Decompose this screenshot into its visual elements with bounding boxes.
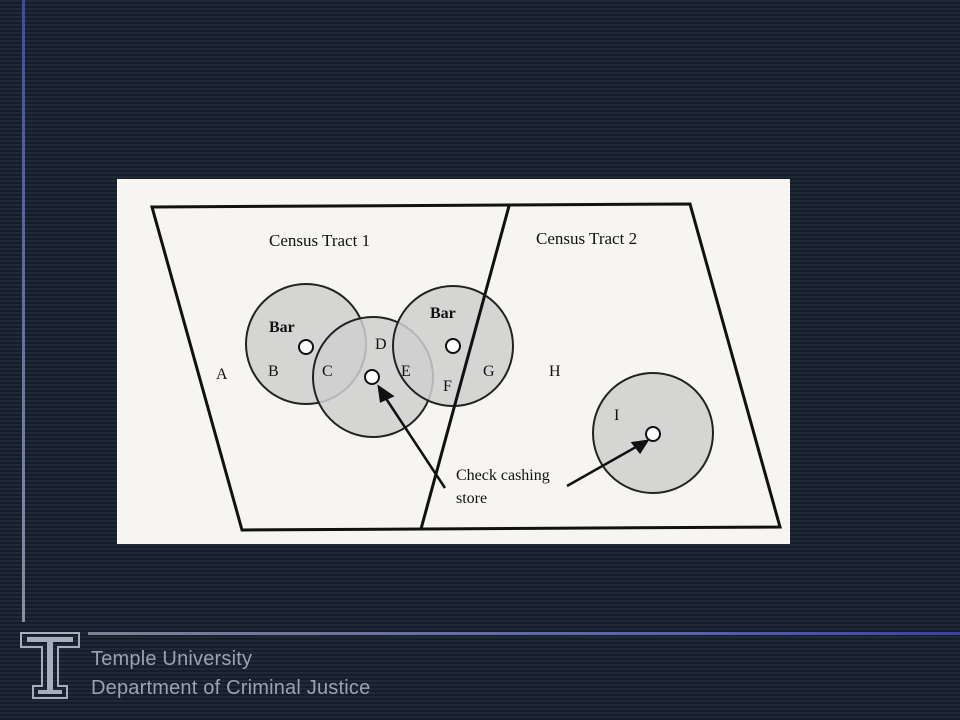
temple-t-logo: [20, 632, 80, 699]
bar-point-left: [298, 339, 314, 355]
footer-university: Temple University: [91, 648, 253, 670]
area-label-h: H: [549, 363, 561, 380]
area-label-g: G: [483, 363, 495, 380]
footer-department: Department of Criminal Justice: [91, 677, 371, 699]
area-label-f: F: [443, 378, 452, 395]
annotation-line-1: Check cashing: [456, 467, 550, 484]
area-label-b: B: [268, 363, 279, 380]
area-label-d: D: [375, 336, 387, 353]
outer-boundary: [150, 202, 782, 532]
tract-label-2: Census Tract 2: [536, 229, 637, 248]
area-label-e: E: [401, 363, 411, 380]
area-label-c: C: [322, 363, 333, 380]
bar-label-left: Bar: [269, 319, 295, 336]
annotation-arrows: [377, 384, 650, 489]
check-cashing-point: [364, 369, 380, 385]
area-label-i: I: [614, 407, 619, 424]
bar-label-right: Bar: [430, 305, 456, 322]
point-markers: [298, 338, 661, 442]
annotation-line-2: store: [456, 490, 487, 507]
tract-label-1: Census Tract 1: [269, 231, 370, 250]
horizontal-accent-line: [88, 632, 960, 635]
area-label-a: A: [216, 366, 228, 383]
check-cashing-point-isolated: [645, 426, 661, 442]
census-tract-diagram: Census Tract 1 Census Tract 2 Bar Bar A …: [117, 179, 790, 544]
vertical-accent-line: [22, 0, 25, 622]
bar-point-right: [445, 338, 461, 354]
